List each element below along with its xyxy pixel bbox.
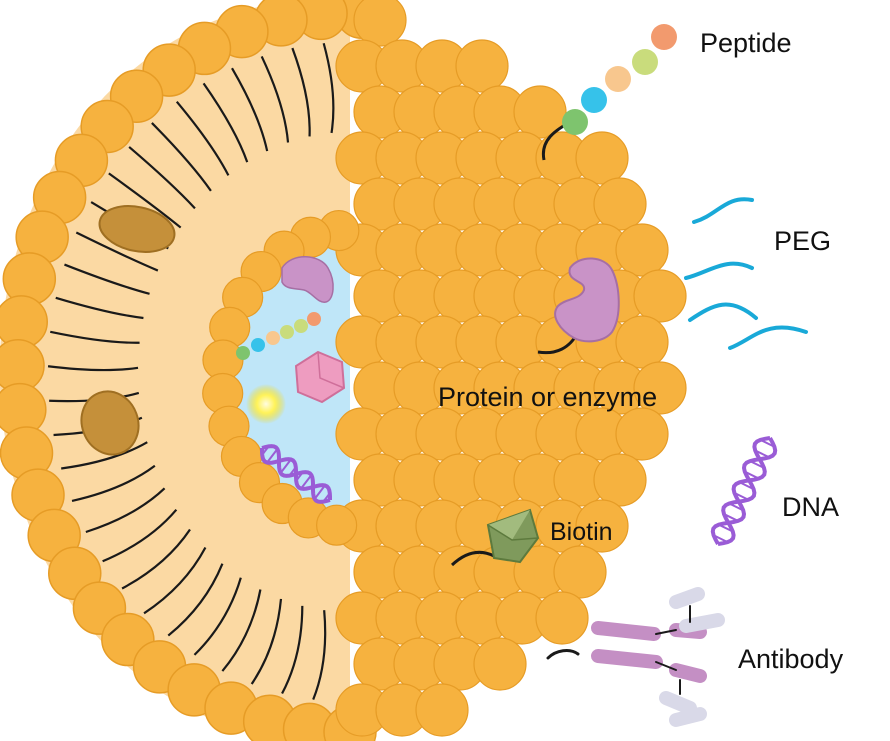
lipid-head-icon [633,269,687,323]
lipid-tail-icon [55,296,144,320]
lipid-tail-icon [221,589,262,672]
lipid-tail-icon [64,263,150,295]
small-molecule-glow-icon [246,384,286,424]
label-biotin: Biotin [550,518,613,546]
lipid-head-icon [593,453,647,507]
lipid-head-icon [415,683,469,737]
lipid-tail-icon [312,610,327,700]
biotin-icon [450,508,540,567]
lipid-head-icon [615,407,669,461]
lipid-tail-icon [322,42,335,134]
lipid-tail-icon [121,528,191,590]
peg-strand-icon [684,197,808,350]
lipid-tail-icon [175,100,230,176]
lipid-tail-icon [151,122,212,192]
lipid-tail-icon [167,563,224,637]
lipid-tail-icon [75,231,159,272]
lipid-tail-icon [291,47,311,137]
lipid-tail-icon [47,365,139,372]
lipid-tail-icon [260,55,290,143]
drug-crystal-icon [294,350,346,404]
label-protein-or-enzyme: Protein or enzyme [438,382,657,412]
peptide-ligand [541,24,677,161]
label-peg: PEG [774,226,831,256]
lipid-head-icon [575,499,629,553]
lipid-head-icon [615,315,669,369]
label-antibody: Antibody [738,644,844,674]
protein-icon [281,256,334,303]
lipid-head-icon [615,223,669,277]
lipid-tail-icon [85,487,166,534]
lipid-head-icon [553,545,607,599]
lipid-tail-icon [193,577,242,656]
lipid-head-icon [455,39,509,93]
lipid-tail-icon [108,172,182,229]
antibody-icon [546,587,725,727]
membrane-protein-icon [80,390,140,456]
lipid-head-icon [593,177,647,231]
label-dna: DNA [782,492,839,522]
lipid-head-icon [513,85,567,139]
dna-helix-icon [260,444,332,504]
lipid-tail-icon [202,82,249,163]
lipid-tail-icon [50,330,140,344]
lipid-tail-icon [143,547,207,615]
peptide-chain-icon [236,312,321,360]
lipid-tail-icon [231,67,269,152]
membrane-protein-icon [98,205,176,253]
lipid-tail-icon [250,598,283,685]
dna-helix-icon [710,436,778,546]
lipid-tail-icon [71,464,156,503]
inner-lipid-heads [202,209,360,546]
label-peptide: Peptide [700,28,792,58]
lipid-tails [47,42,335,700]
lipid-head-icon [353,0,407,47]
lipid-head-icon [633,361,687,415]
lipid-head-icon [575,131,629,185]
lipid-tail-icon [128,146,196,210]
lipid-head-icon [473,637,527,691]
lipid-tail-icon [102,508,178,563]
lipid-tail-icon [61,441,148,470]
lipid-head-icon [316,504,358,546]
lipid-head-icon [535,591,589,645]
lipid-tail-icon [281,605,304,695]
protein-ligand [537,257,620,355]
